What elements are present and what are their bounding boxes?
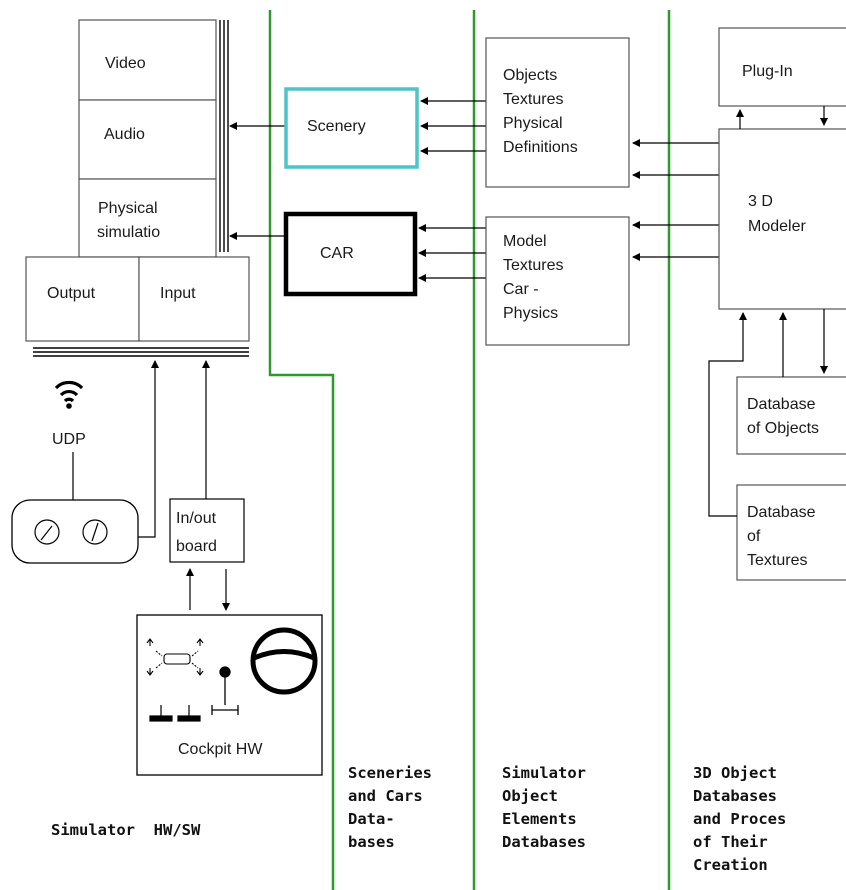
simulation-label: simulatio [97, 224, 160, 241]
audio-label: Audio [104, 126, 145, 143]
vertical-bus [220, 20, 228, 252]
video-box [79, 20, 216, 100]
gauge-to-input-arrow [138, 361, 155, 537]
scenery-label: Scenery [307, 118, 366, 135]
db-objects-box [737, 377, 846, 454]
modeler-to-elements-arrows [633, 143, 719, 257]
objects-label-2: Textures [503, 91, 563, 108]
db-textures-label-3: Textures [747, 552, 807, 569]
cockpit-label: Cockpit HW [178, 741, 263, 758]
objects-label-1: Objects [503, 67, 557, 84]
input-label: Input [160, 285, 196, 302]
caption-sim-object-4: Databases [502, 833, 586, 851]
caption-3d-4: of Their [693, 833, 768, 851]
gauge-panel [12, 500, 138, 563]
plugin-label: Plug-In [742, 63, 793, 80]
car-label: CAR [320, 245, 354, 262]
model-label-1: Model [503, 233, 547, 250]
board-label: board [176, 538, 217, 555]
video-label: Video [105, 55, 146, 72]
caption-sim-object-1: Simulator [502, 764, 586, 782]
physical-label: Physical [98, 200, 158, 217]
objects-label-3: Physical [503, 115, 563, 132]
output-label: Output [47, 285, 96, 302]
caption-sceneries-2: and Cars [348, 787, 423, 805]
audio-box [79, 100, 216, 179]
modeler-label-1: 3 D [748, 193, 773, 210]
model-label-4: Physics [503, 305, 558, 322]
db-textures-label-2: of [747, 528, 761, 545]
db-textures-label-1: Database [747, 504, 816, 521]
caption-sim-object-3: Elements [502, 810, 577, 828]
plugin-modeler-arrows [740, 106, 824, 129]
model-label-3: Car - [503, 281, 539, 298]
caption-sceneries-4: bases [348, 833, 395, 851]
caption-sim-object-2: Object [502, 787, 558, 805]
objects-to-scenery-arrows [421, 101, 486, 151]
model-to-car-arrows [419, 228, 486, 278]
objects-box [486, 38, 629, 187]
udp-label: UDP [52, 431, 86, 448]
horizontal-bus [33, 348, 249, 356]
caption-sceneries-1: Sceneries [348, 764, 432, 782]
caption-3d-2: Databases [693, 787, 777, 805]
caption-sceneries-3: Data- [348, 810, 395, 828]
inout-label: In/out [176, 510, 217, 527]
db-objects-label-1: Database [747, 396, 816, 413]
objects-label-4: Definitions [503, 139, 578, 156]
caption-3d-5: Creation [693, 856, 768, 874]
caption-hw-sw: Simulator HW/SW [51, 821, 201, 839]
stack-arrows [230, 126, 286, 236]
modeler-label-2: Modeler [748, 218, 806, 235]
model-label-2: Textures [503, 257, 563, 274]
wifi-icon [56, 382, 82, 408]
caption-3d-3: and Proces [693, 810, 786, 828]
physical-box [79, 179, 216, 257]
caption-3d-1: 3D Object [693, 764, 777, 782]
db-objects-label-2: of Objects [747, 420, 819, 437]
